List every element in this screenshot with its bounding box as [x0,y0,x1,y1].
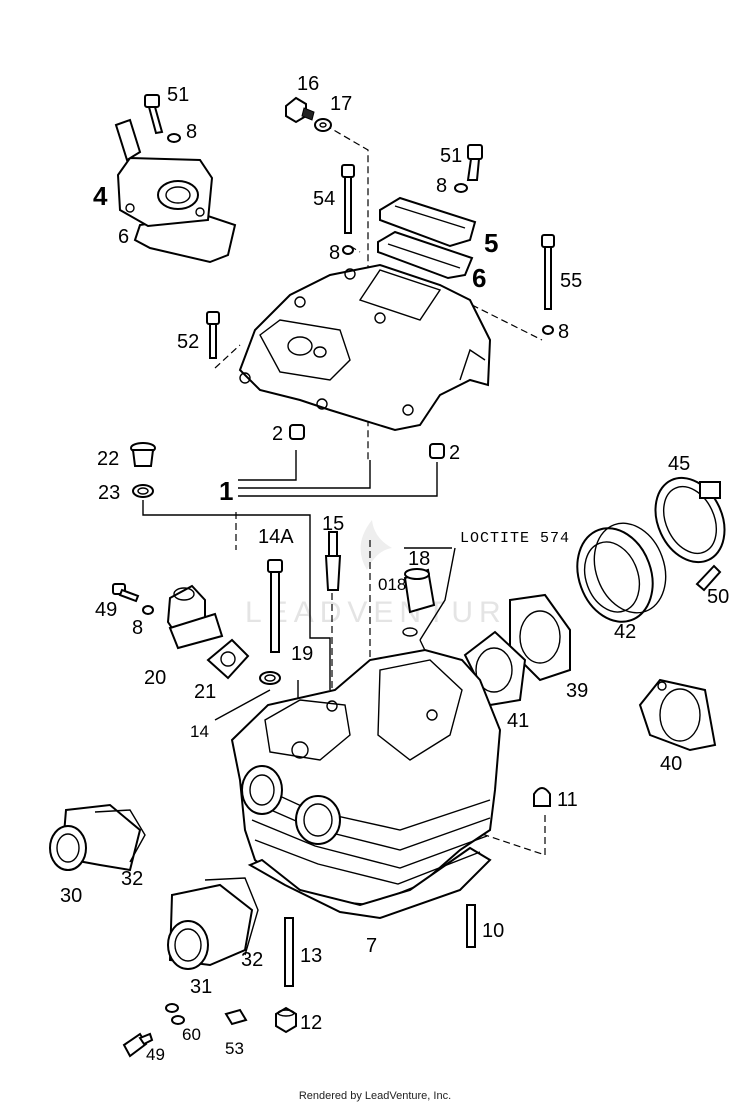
callout-8-left: 8 [132,617,143,639]
oring-part-018 [402,627,418,637]
callout-19: 19 [291,643,313,665]
callout-16: 16 [297,73,319,95]
stud-part-13 [284,917,294,987]
callout-6-right: 6 [472,263,486,293]
callout-50: 50 [707,586,729,608]
screw-part-49-upper [112,583,154,615]
dowel-part-2-right [429,443,445,459]
callout-11: 11 [557,789,578,811]
callout-54: 54 [313,188,335,210]
callout-1: 1 [219,476,233,506]
bolt-52 [206,311,220,359]
callout-49-lower: 49 [146,1045,165,1064]
clamp-part-45 [654,476,726,564]
plug-part-22 [130,442,156,467]
bolt-51-top-right [454,144,483,193]
elbow-part-20 [166,584,224,650]
callout-40: 40 [660,753,682,775]
callout-51-top-left: 51 [167,84,189,106]
cylinder-head-part-7 [230,648,502,920]
callout-8-middle: 8 [329,242,340,264]
callout-8-top-left: 8 [186,121,197,143]
callout-5: 5 [484,228,498,258]
callout-53: 53 [225,1039,244,1058]
flange-part-40 [638,678,717,752]
callout-39: 39 [566,680,588,702]
callout-55: 55 [560,270,582,292]
callout-49-upper: 49 [95,599,117,621]
callout-8-right: 8 [558,321,569,343]
valve-cover-part-5 [379,196,477,248]
callout-2-left: 2 [272,423,283,445]
gasket-part-21 [206,638,250,680]
callout-6-left: 6 [118,226,129,248]
callout-4: 4 [93,181,108,211]
callout-32-lower: 32 [241,949,263,971]
dowel-part-2-left [289,424,305,440]
callout-31: 31 [190,976,212,998]
callout-23: 23 [98,482,120,504]
footer-credit: Rendered by LeadVenture, Inc. [298,1090,452,1102]
callout-42: 42 [614,621,636,643]
sleeve-part-18 [403,568,436,614]
nut-part-12 [275,1006,297,1034]
callout-7: 7 [366,935,377,957]
callout-018: 018 [378,575,406,594]
manifold-part-31 [167,883,254,970]
bolt-51-top-left [144,94,181,143]
sensor-part-15 [324,531,342,591]
callout-14: 14 [190,722,209,741]
callout-12: 12 [300,1012,322,1034]
callout-22: 22 [97,448,119,470]
callout-17: 17 [330,93,352,115]
washer-part-14 [259,671,281,685]
bolt-55 [541,234,555,335]
watermark-text: LEADVENTURE [245,596,533,629]
callout-52: 52 [177,331,199,353]
callout-14a: 14A [258,526,294,548]
callout-20: 20 [144,667,166,689]
callout-13: 13 [300,945,322,967]
watermark-logo [360,520,392,570]
clip-part-53 [224,1008,248,1026]
callout-60: 60 [182,1025,201,1044]
bolt-54 [341,164,355,255]
manifold-part-30 [49,803,142,872]
intake-boot-part-42 [576,522,667,623]
callout-45: 45 [668,453,690,475]
callout-18: 18 [408,548,430,570]
callout-30: 30 [60,885,82,907]
gasket-part-6-right [377,230,474,280]
dome-nut-part-11 [533,787,551,807]
washer-part-23 [132,484,154,498]
callout-51-top-right: 51 [440,145,462,167]
callout-15: 15 [322,513,344,535]
callout-21: 21 [194,681,216,703]
callout-10: 10 [482,920,504,942]
callout-8-top-right: 8 [436,175,447,197]
callout-2-right: 2 [449,442,460,464]
cylinder-head-cover [238,263,492,432]
callout-41: 41 [507,710,529,732]
screw-part-49-lower [122,1032,154,1058]
screw-part-50 [695,564,722,592]
stud-part-10 [466,904,476,948]
stud-part-14a [267,559,283,653]
loctite-note: LOCTITE 574 [460,530,570,547]
oil-screw-part-16 [285,96,332,132]
water-cover-part-4 [114,118,237,264]
callout-32-upper: 32 [121,868,143,890]
washer-part-60 [165,1003,185,1025]
callout-labels: 51 8 4 6 16 17 51 8 54 5 8 6 55 8 52 2 2… [60,73,729,1064]
flange-part-32-upper [94,809,146,863]
flange-part-32-lower [204,877,259,956]
